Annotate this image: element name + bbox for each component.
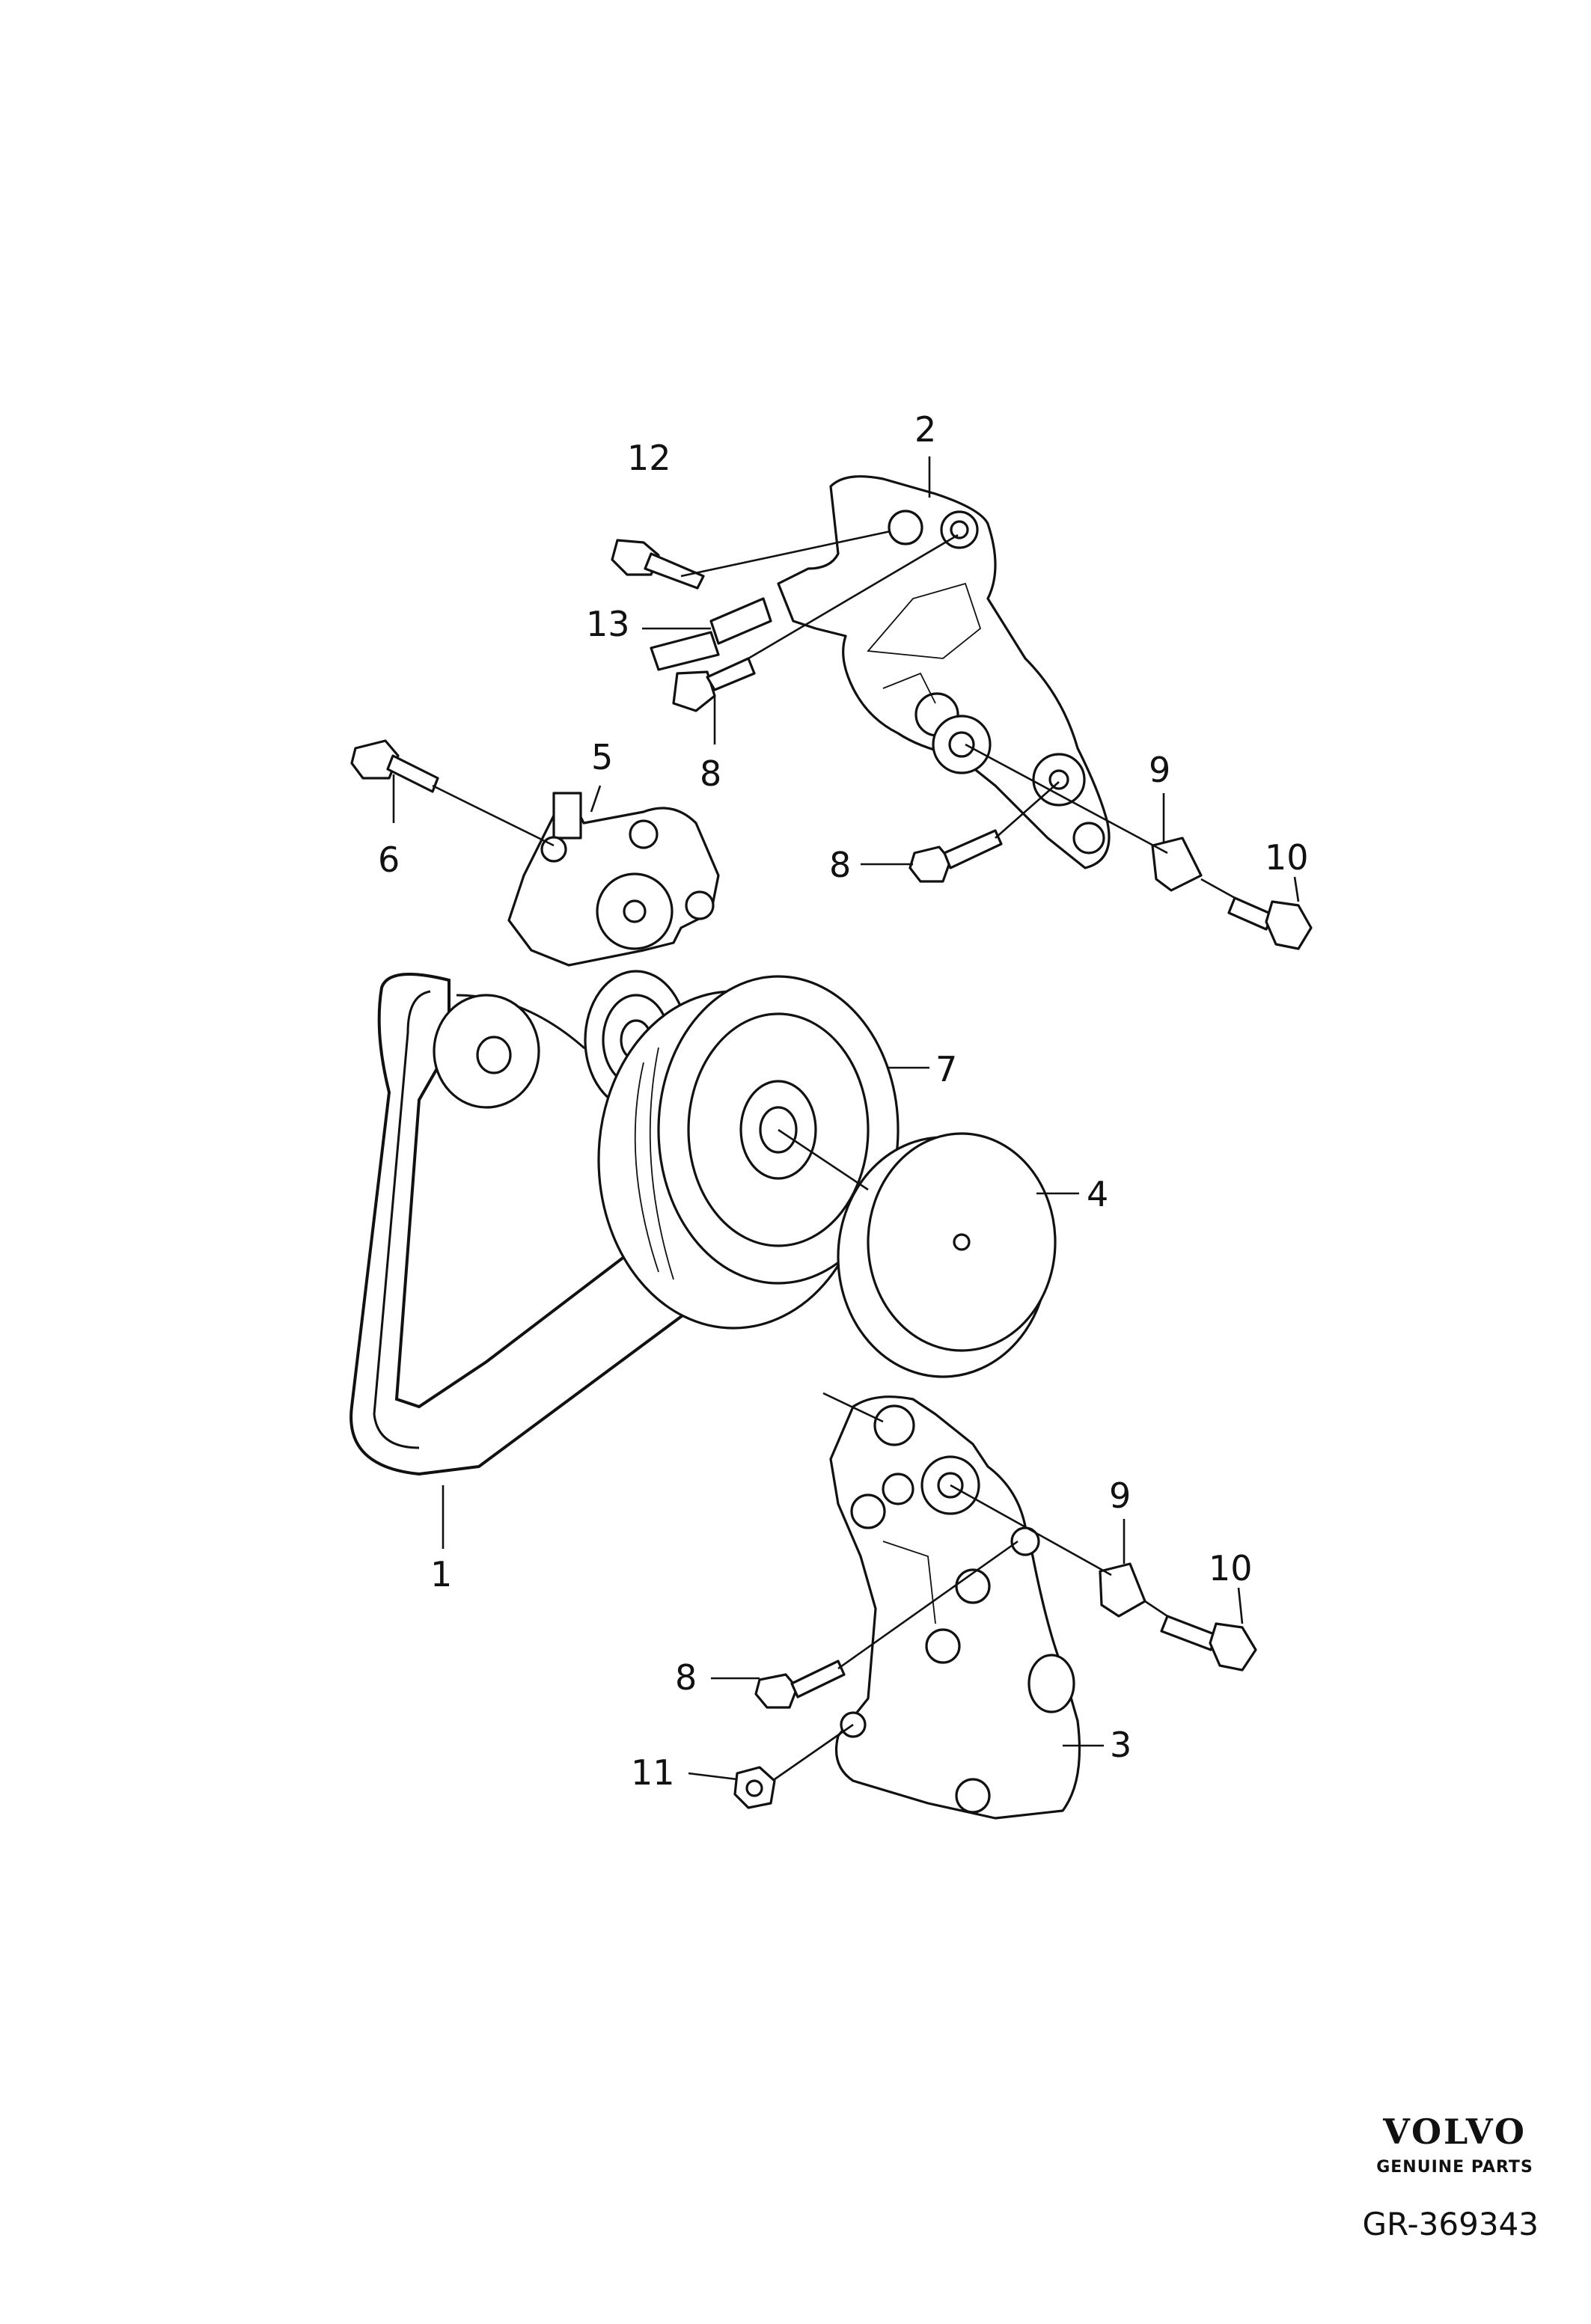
bolt-8-upper (672, 657, 756, 712)
callout-10-lower: 10 (1209, 1548, 1253, 1588)
bolt-10-upper (1227, 896, 1313, 950)
callout-12: 12 (627, 438, 671, 478)
bolt-6 (350, 739, 439, 793)
upper-bracket (777, 475, 1111, 869)
bolt-12 (611, 539, 705, 590)
callout-7: 7 (935, 1049, 957, 1089)
idler-pulley (433, 994, 540, 1109)
brand-logo-text: VOLVO (1383, 2112, 1527, 2152)
bolt-8-lower (754, 1660, 846, 1709)
bolt-8-mid (909, 829, 1003, 883)
callout-8-upper: 8 (700, 753, 721, 794)
callout-6: 6 (378, 840, 400, 880)
lower-bracket (829, 1395, 1081, 1820)
callout-3: 3 (1110, 1725, 1132, 1765)
leader-lines (392, 456, 1300, 1781)
callout-numbers: 1 2 3 4 5 6 7 8 8 8 9 9 10 10 11 12 13 (378, 409, 1309, 1793)
callout-9-lower: 9 (1109, 1476, 1131, 1516)
callout-8-lower: 8 (675, 1657, 697, 1698)
spacer-9-lower (1099, 1562, 1146, 1618)
diagram-reference-code: GR-369343 (1362, 2206, 1539, 2242)
callout-9-upper: 9 (1149, 750, 1170, 790)
nut-11 (733, 1766, 776, 1809)
callout-1: 1 (430, 1554, 452, 1594)
callout-5: 5 (591, 737, 613, 777)
stud-13 (650, 597, 772, 671)
callout-11: 11 (631, 1752, 675, 1793)
callout-13: 13 (586, 604, 630, 644)
callout-4: 4 (1087, 1174, 1108, 1214)
spacer-9-upper (1151, 837, 1203, 892)
callout-2: 2 (914, 409, 936, 450)
callout-10-upper: 10 (1265, 837, 1309, 878)
callout-8-mid: 8 (829, 845, 851, 885)
bolt-10-lower (1160, 1615, 1257, 1672)
pulley-plate (837, 1132, 1057, 1378)
brand-subtitle: GENUINE PARTS (1376, 2158, 1533, 2177)
